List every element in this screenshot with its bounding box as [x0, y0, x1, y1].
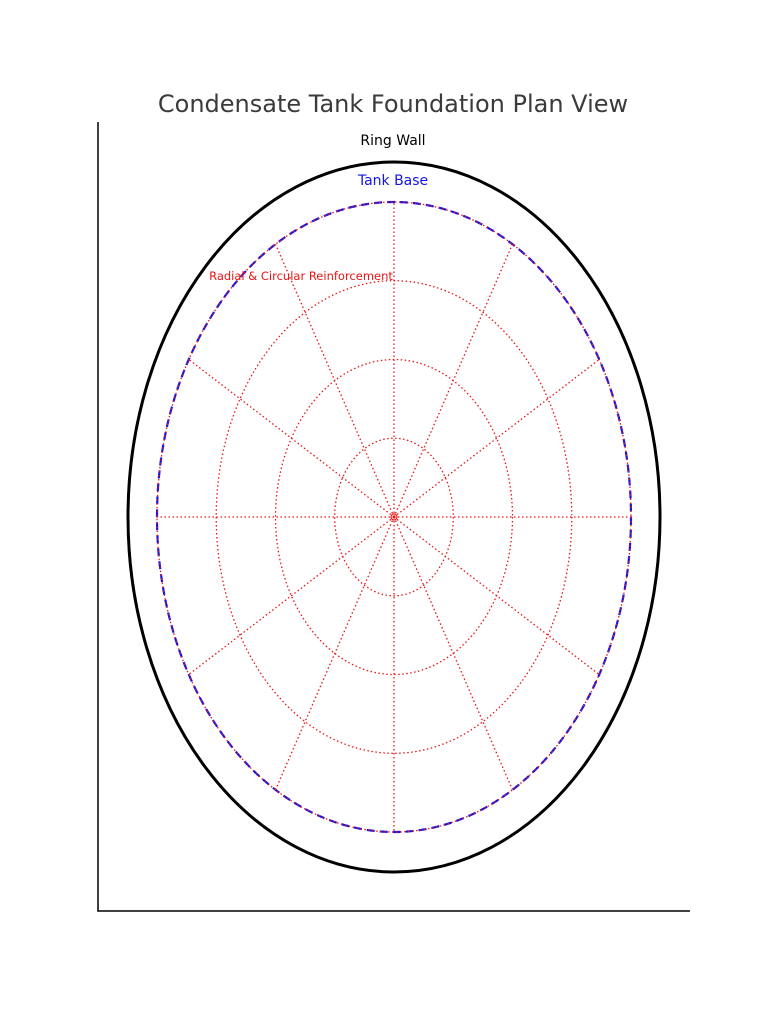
- radial-bar-12: [393, 516, 600, 676]
- radial-bar-2: [393, 358, 600, 518]
- radial-bar-11: [393, 516, 514, 791]
- reinforcement-ring-1: [334, 437, 454, 597]
- radial-bar-9: [274, 516, 395, 791]
- radial-bar-8: [188, 516, 395, 676]
- radial-bar-5: [274, 243, 395, 518]
- ring-wall: [126, 160, 662, 874]
- tank-base-label: Tank Base: [357, 173, 428, 189]
- reinforcement-label: Radial & Circular Reinforcement: [209, 269, 393, 283]
- page-title: Condensate Tank Foundation Plan View: [158, 90, 628, 118]
- radial-bar-6: [188, 358, 395, 518]
- center-mark: [390, 513, 398, 521]
- reinforcement-grid: [156, 201, 632, 833]
- radial-bar-3: [393, 243, 514, 518]
- ring-wall-label: Ring Wall: [360, 133, 425, 149]
